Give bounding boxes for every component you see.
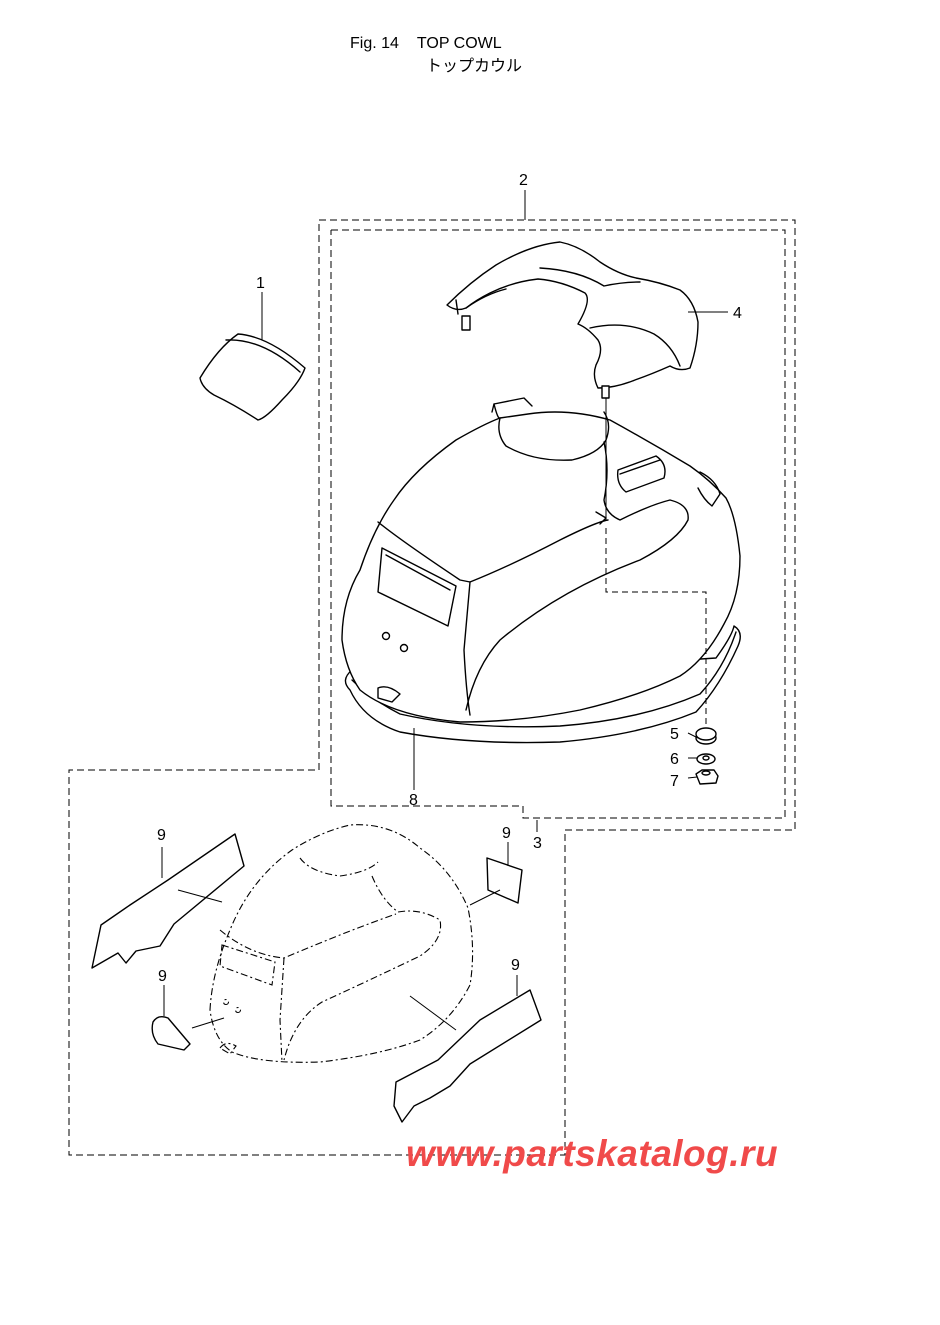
figure-subtitle: トップカウル xyxy=(426,56,523,75)
leader-5 xyxy=(687,732,699,739)
part-5-grommet xyxy=(695,727,717,745)
watermark-text: www.partskatalog.ru xyxy=(406,1133,779,1174)
callout-3: 3 xyxy=(533,835,542,852)
leader-7 xyxy=(687,776,698,779)
part-9-decal-right xyxy=(393,989,542,1123)
callout-4: 4 xyxy=(733,305,742,322)
callout-9b: 9 xyxy=(502,825,511,842)
figure-name: TOP COWL xyxy=(416,35,502,52)
part-9-decal-left xyxy=(91,833,245,969)
leader-bolt-path xyxy=(605,528,707,726)
ghost-cowl-outline xyxy=(209,824,474,1063)
leader-9c-tip xyxy=(191,1017,225,1029)
part-4-upper-cover xyxy=(446,241,699,399)
callout-1: 1 xyxy=(256,275,265,292)
part-1-pad xyxy=(199,333,306,421)
part-9-decal-small-left xyxy=(151,1015,191,1051)
callout-9a: 9 xyxy=(157,827,166,844)
figure-title: Fig. 14 TOP COWL xyxy=(350,33,502,55)
callout-7: 7 xyxy=(670,773,679,790)
callout-8: 8 xyxy=(409,792,418,809)
part-7-nut xyxy=(695,769,719,785)
assembly-frame-3 xyxy=(330,229,786,819)
leader-9d-tip xyxy=(409,995,457,1031)
figure-number: Fig. 14 xyxy=(350,35,399,52)
part-9-decal-small-right xyxy=(486,857,523,904)
callout-5: 5 xyxy=(670,726,679,743)
assembly-frame-2 xyxy=(68,219,796,1156)
callout-9d: 9 xyxy=(511,957,520,974)
callout-2: 2 xyxy=(519,172,528,189)
callout-9c: 9 xyxy=(158,968,167,985)
part-2-top-cowl xyxy=(341,397,741,744)
leader-9b-tip xyxy=(469,889,501,906)
part-6-washer xyxy=(696,753,716,765)
leader-9a-tip xyxy=(177,889,223,903)
callout-6: 6 xyxy=(670,751,679,768)
